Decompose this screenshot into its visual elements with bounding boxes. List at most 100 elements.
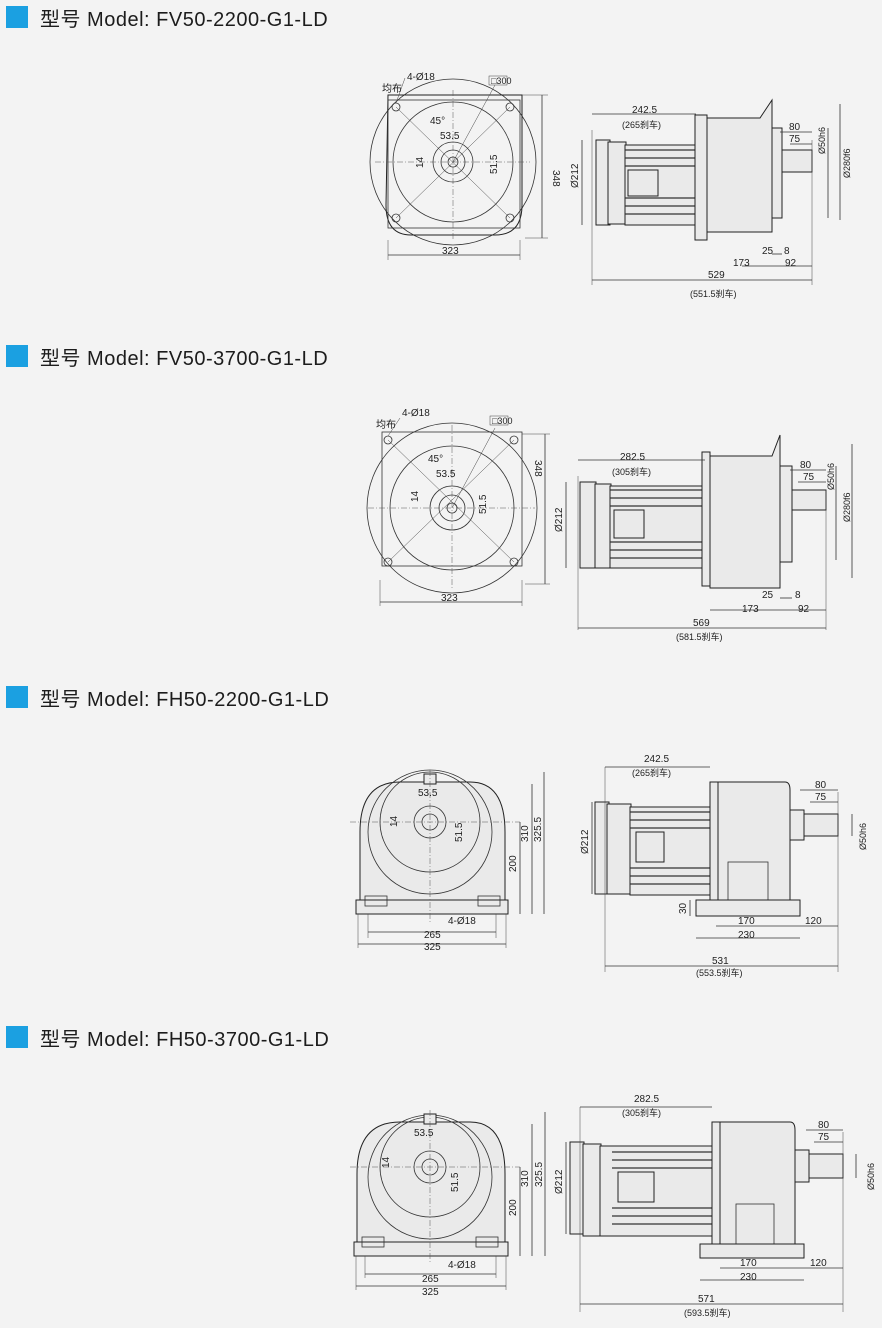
dim-shaft-dia: Ø50h6: [866, 1163, 876, 1190]
model-section-3: 型号 Model: FH50-2200-G1-LD 53.5 14 51.5 2…: [0, 682, 882, 1002]
dim-310: 310: [520, 1170, 531, 1187]
dim-shaft-len: 80: [789, 122, 801, 133]
front-view: 4-Ø18 均布 □300 45° 53.5 14 51.5 348 323: [369, 72, 561, 260]
side-view: 282.5 (305刹车) Ø212 80 75 Ø50h6 Ø280f6 25…: [554, 434, 853, 642]
dim-flange-dia: Ø280f6: [842, 492, 852, 522]
dim-325-5: 325.5: [533, 817, 544, 842]
bullet-square-icon: [6, 1026, 28, 1048]
front-view: 53.5 14 51.5 200 310 325.5 4-Ø18 265 325: [350, 1110, 546, 1298]
dim-motor-len: 282.5: [634, 1094, 659, 1105]
dim-total-brake: (593.5刹车): [684, 1307, 731, 1318]
dim-120: 120: [810, 1258, 827, 1269]
dim-14: 14: [410, 490, 421, 502]
dim-325-5: 325.5: [534, 1162, 545, 1187]
model-heading: 型号 Model: FH50-2200-G1-LD: [6, 686, 329, 711]
dim-53-5: 53.5: [440, 131, 460, 142]
model-title: 型号 Model: FV50-2200-G1-LD: [40, 8, 329, 31]
dim-total: 529: [708, 270, 725, 281]
front-view: 4-Ø18 均布 □300 45° 53.5 14 51.5 348 323: [366, 408, 550, 606]
model-title: 型号 Model: FH50-3700-G1-LD: [40, 1028, 330, 1051]
dim-motor-len-brake: (265刹车): [622, 119, 661, 130]
dim-53-5: 53.5: [414, 1128, 434, 1139]
dim-310: 310: [520, 825, 531, 842]
dim-shaft-dia: Ø50h6: [817, 127, 827, 154]
dim-width: 323: [442, 246, 459, 257]
dim-total-brake: (581.5刹车): [676, 631, 723, 642]
holes-note: 均布: [382, 83, 402, 95]
dim-shaft-len2: 75: [803, 472, 815, 483]
model-heading: 型号 Model: FH50-3700-G1-LD: [6, 1026, 329, 1051]
dim-51-5: 51.5: [478, 494, 489, 514]
dim-motor-len: 282.5: [620, 452, 645, 463]
dim-flange-dia: Ø280f6: [842, 148, 852, 178]
holes-label: 4-Ø18: [402, 408, 430, 419]
dim-shaft-len2: 75: [789, 134, 801, 145]
dim-120: 120: [805, 916, 822, 927]
dim-92: 92: [785, 258, 797, 269]
dim-shaft-len: 80: [800, 460, 812, 471]
side-view: 242.5 (265刹车) Ø212 80 75 Ø50h6 30 170 23…: [580, 754, 868, 978]
dim-53-5: 53.5: [418, 788, 438, 799]
dim-173: 173: [733, 258, 750, 269]
model-heading: 型号 Model: FV50-2200-G1-LD: [6, 6, 328, 31]
dim-230: 230: [738, 930, 755, 941]
dim-170: 170: [740, 1258, 757, 1269]
dim-51-5: 51.5: [489, 154, 500, 174]
dim-265: 265: [424, 930, 441, 941]
dim-shaft-len: 80: [815, 780, 827, 791]
foot-drawing: 53.5 14 51.5 200 310 325.5 4-Ø18 265 325: [350, 754, 868, 978]
dim-motor-dia: Ø212: [554, 1169, 565, 1194]
angle-label: 45°: [430, 116, 445, 127]
dim-total: 571: [698, 1294, 715, 1305]
dim-8: 8: [795, 590, 801, 601]
dim-8: 8: [784, 246, 790, 257]
dim-170: 170: [738, 916, 755, 927]
dim-14: 14: [415, 156, 426, 168]
holes-label: 4-Ø18: [407, 72, 435, 83]
holes-label: 4-Ø18: [448, 1260, 476, 1271]
dim-total: 569: [693, 618, 710, 629]
dim-53-5: 53.5: [436, 469, 456, 480]
dim-motor-len-brake: (265刹车): [632, 767, 671, 778]
dim-265: 265: [422, 1274, 439, 1285]
dim-200: 200: [508, 855, 519, 872]
dim-total-brake: (551.5刹车): [690, 288, 737, 299]
dim-92: 92: [798, 604, 810, 615]
dim-motor-len: 242.5: [644, 754, 669, 765]
model-section-2: 型号 Model: FV50-3700-G1-LD 4-Ø18 均布 □30: [0, 340, 882, 670]
dim-51-5: 51.5: [450, 1172, 461, 1192]
flange-drawing: 4-Ø18 均布 □300 45° 53.5 14 51.5 348 323: [366, 408, 853, 642]
side-view: 242.5 (265刹车) Ø212 80 75 Ø50h6 Ø280f6 25…: [570, 98, 852, 299]
dim-motor-len: 242.5: [632, 105, 657, 116]
side-view: 282.5 (305刹车) Ø212 80 75 Ø50h6 170 230 1…: [554, 1094, 876, 1318]
dim-14: 14: [381, 1156, 392, 1168]
dim-width: 323: [441, 593, 458, 604]
bullet-square-icon: [6, 686, 28, 708]
dim-30: 30: [678, 902, 689, 914]
dim-height: 348: [550, 170, 561, 187]
model-section-4: 型号 Model: FH50-3700-G1-LD 53.5 14 51.5 2…: [0, 1022, 882, 1328]
tag-label: □300: [492, 416, 512, 426]
dim-25: 25: [762, 590, 774, 601]
dim-total-brake: (553.5刹车): [696, 967, 743, 978]
model-section-1: 型号 Model: FV50-2200-G1-LD 4-Ø18 均布: [0, 0, 882, 330]
bullet-square-icon: [6, 345, 28, 367]
dim-14: 14: [389, 815, 400, 827]
dim-motor-len-brake: (305刹车): [612, 466, 651, 477]
dim-173: 173: [742, 604, 759, 615]
dim-height: 348: [532, 460, 543, 477]
dim-200: 200: [508, 1199, 519, 1216]
angle-label: 45°: [428, 454, 443, 465]
dim-shaft-dia: Ø50h6: [858, 823, 868, 850]
dim-25: 25: [762, 246, 774, 257]
front-view: 53.5 14 51.5 200 310 325.5 4-Ø18 265 325: [350, 769, 545, 953]
model-title: 型号 Model: FV50-3700-G1-LD: [40, 347, 329, 370]
holes-note: 均布: [376, 419, 396, 431]
dim-shaft-len: 80: [818, 1120, 830, 1131]
dim-total: 531: [712, 956, 729, 967]
dim-230: 230: [740, 1272, 757, 1283]
dim-shaft-len2: 75: [818, 1132, 830, 1143]
model-heading: 型号 Model: FV50-3700-G1-LD: [6, 345, 328, 370]
dim-motor-dia: Ø212: [554, 507, 565, 532]
holes-label: 4-Ø18: [448, 916, 476, 927]
